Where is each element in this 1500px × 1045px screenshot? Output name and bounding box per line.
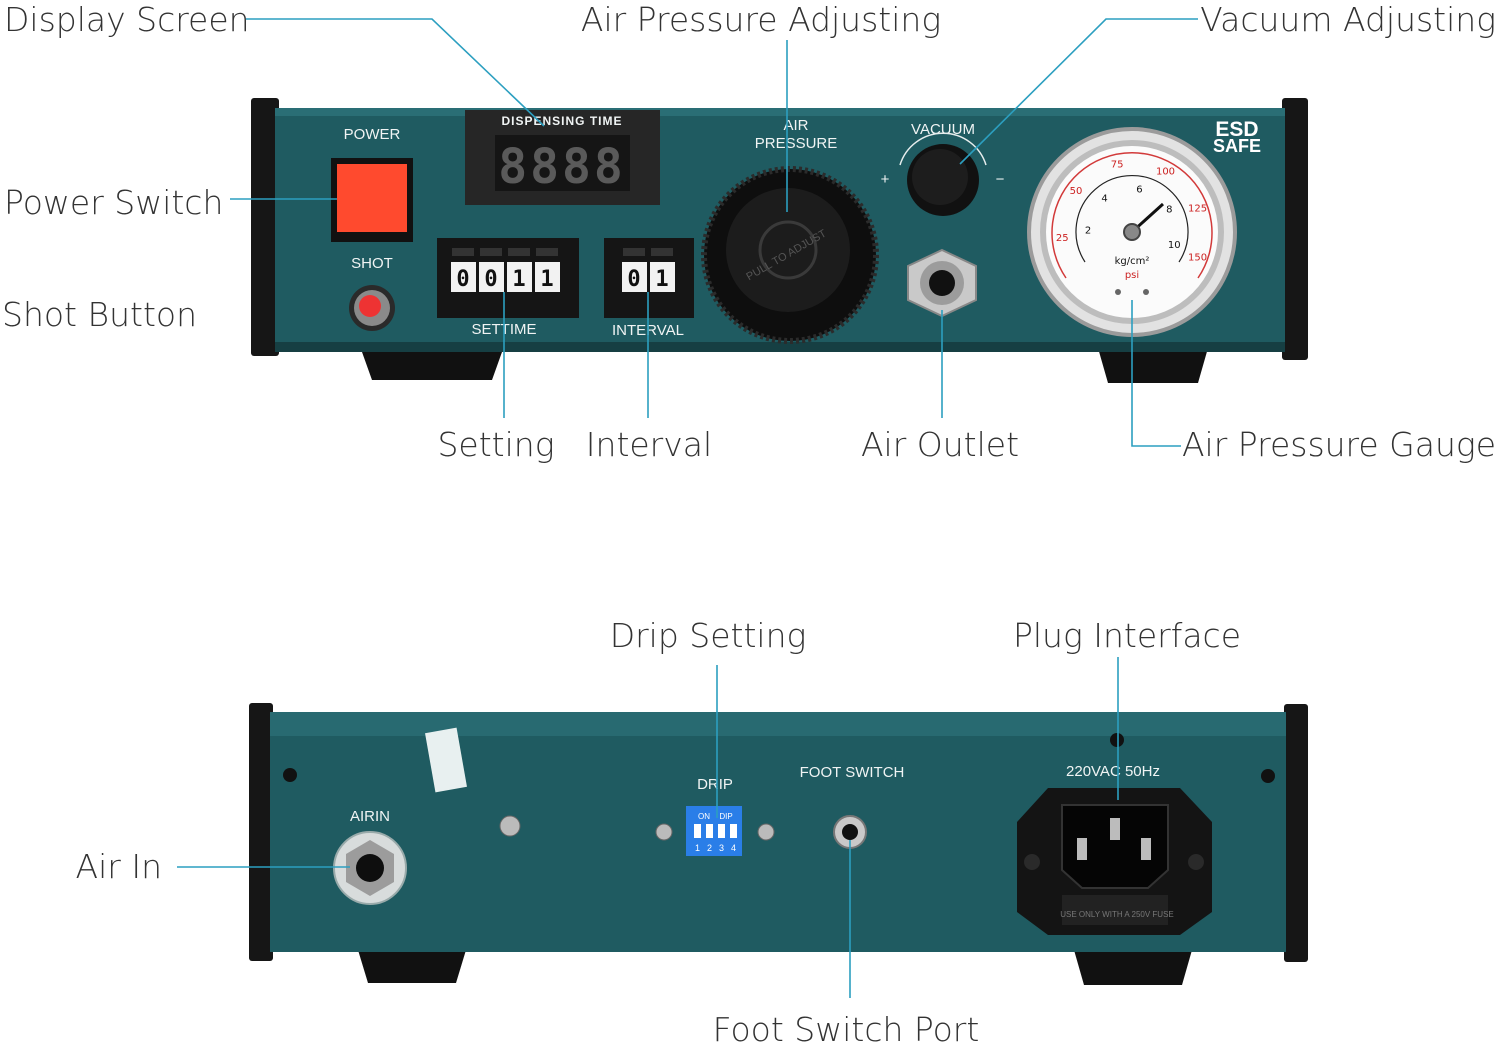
shot-button[interactable]: [359, 295, 381, 317]
leader-vacuum: [959, 18, 1198, 165]
gauge-tick-label: 100: [1156, 167, 1175, 178]
gauge-tick-label: 75: [1111, 160, 1124, 171]
settime-digit: 1: [512, 267, 525, 292]
dispensing-time-label: DISPENSING TIME: [501, 114, 622, 128]
settime-digit: 0: [484, 267, 497, 292]
power-switch[interactable]: [337, 164, 407, 232]
rear-right-foot: [1074, 950, 1192, 985]
esd-logo-line1: ESD: [1215, 118, 1258, 141]
gauge-tick-label: 125: [1188, 204, 1207, 215]
callout-vacuum-adjusting: Vacuum Adjusting: [1200, 0, 1496, 39]
front-right-foot: [1098, 348, 1208, 383]
power-label: POWER: [344, 126, 401, 143]
drip-label: DRIP: [697, 776, 733, 793]
display-screen: [495, 135, 630, 191]
esd-logo-line2: SAFE: [1213, 136, 1261, 156]
vacuum-label: VACUUM: [911, 121, 975, 138]
callout-shot-button: Shot Button: [2, 295, 197, 334]
display-digits: 8888: [498, 139, 626, 195]
screw: [757, 823, 775, 841]
vacuum-arc-arrow: [899, 132, 987, 166]
front-unit: POWER SHOT DISPENSING TIME 8888 0 0 1 1: [251, 98, 1308, 383]
gauge-tick-label: 4: [1101, 194, 1107, 205]
settime-thumbwheel[interactable]: 0 0 1 1: [437, 238, 579, 318]
gauge-tick-label: 50: [1070, 186, 1083, 197]
shot-label: SHOT: [351, 255, 393, 272]
leader-gauge: [1131, 300, 1181, 447]
screw: [1110, 733, 1124, 747]
air-pressure-label-line2: PRESSURE: [755, 135, 838, 152]
gauge-unit-kg: kg/cm²: [1115, 256, 1150, 267]
callout-foot-switch-port: Foot Switch Port: [713, 1010, 980, 1045]
air-in-label: AIRIN: [350, 808, 390, 825]
leader-display-screen: [246, 18, 545, 127]
vacuum-plus: +: [881, 171, 890, 188]
front-left-foot: [362, 352, 502, 380]
callout-air-outlet: Air Outlet: [861, 425, 1019, 464]
rear-left-foot: [358, 950, 466, 983]
gauge-tick-label: 10: [1168, 240, 1181, 251]
dip-number: 4: [731, 843, 736, 853]
gauge-tick-label: 6: [1136, 185, 1142, 196]
fuse-text: USE ONLY WITH A 250V FUSE: [1060, 910, 1174, 919]
dip-lever[interactable]: [694, 824, 701, 838]
interval-digit: 0: [627, 267, 640, 292]
dip-number: 1: [695, 843, 700, 853]
callout-setting: Setting: [437, 425, 554, 464]
vacuum-minus: −: [996, 171, 1005, 188]
air-pressure-label-line1: AIR: [783, 117, 808, 134]
rear-left-endcap: [249, 703, 273, 961]
screw: [283, 768, 297, 782]
interval-thumbwheel[interactable]: 0 1: [604, 238, 694, 318]
gauge-tick-label: 8: [1166, 205, 1172, 216]
gauge-tick-label: 2: [1085, 226, 1091, 237]
dip-lever[interactable]: [718, 824, 725, 838]
front-right-endcap: [1282, 98, 1308, 360]
callout-plug-interface: Plug Interface: [1013, 616, 1241, 655]
screw: [655, 823, 673, 841]
voltage-label: 220VAC 50Hz: [1066, 763, 1160, 780]
gauge-unit-psi: psi: [1125, 270, 1139, 281]
front-left-endcap: [251, 98, 279, 356]
callout-power-switch: Power Switch: [4, 183, 223, 222]
gauge-hub: [1123, 223, 1141, 241]
dip-lever[interactable]: [706, 824, 713, 838]
settime-digit: 0: [456, 267, 469, 292]
inspection-sticker: [425, 727, 467, 793]
air-pressure-gauge: 25 50 75 100 125 150 2 4 6 8 10 kg/cm² psi: [1027, 127, 1237, 337]
interval-digit: 1: [655, 267, 668, 292]
screw: [1261, 769, 1275, 783]
settime-digit: 1: [540, 267, 553, 292]
rear-right-endcap: [1284, 704, 1308, 962]
dip-number: 3: [719, 843, 724, 853]
callout-interval: Interval: [586, 425, 712, 464]
callout-air-pressure-adjusting: Air Pressure Adjusting: [581, 0, 941, 39]
screw: [499, 815, 521, 837]
callout-air-in: Air In: [76, 847, 162, 886]
gauge-tick-label: 150: [1188, 253, 1207, 264]
leader-lines: [177, 18, 1198, 998]
callout-display-screen: Display Screen: [4, 0, 250, 39]
gauge-tick-label: 25: [1056, 233, 1069, 244]
dip-on-label: ON: [698, 812, 710, 821]
dip-lever[interactable]: [730, 824, 737, 838]
callout-drip-setting: Drip Setting: [610, 616, 807, 655]
foot-switch-label: FOOT SWITCH: [800, 764, 905, 781]
dip-label: DIP: [719, 812, 732, 821]
fuse-holder[interactable]: [1062, 895, 1168, 925]
callout-air-pressure-gauge: Air Pressure Gauge: [1182, 425, 1496, 464]
dip-number: 2: [707, 843, 712, 853]
